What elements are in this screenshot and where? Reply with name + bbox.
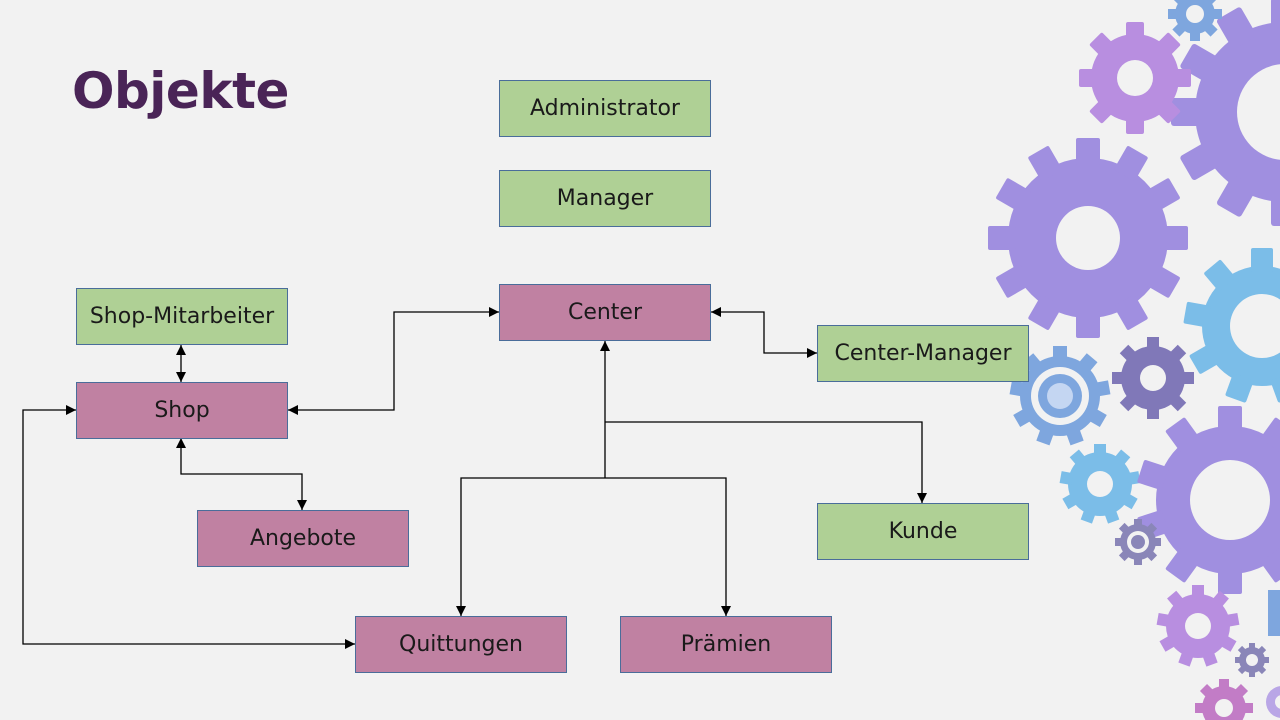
node-angebote[interactable]: Angebote — [197, 510, 409, 567]
gear-fragment — [1268, 590, 1280, 636]
gear-icon — [1137, 406, 1280, 594]
node-shop[interactable]: Shop — [76, 382, 288, 439]
slide-title: Objekte — [72, 62, 289, 120]
gear-icon — [1195, 679, 1253, 720]
node-administrator[interactable]: Administrator — [499, 80, 711, 137]
connector-trunk-praemien — [605, 477, 731, 616]
gear-icon — [1059, 444, 1141, 524]
node-manager[interactable]: Manager — [499, 170, 711, 227]
gear-icon — [988, 138, 1188, 338]
gear-icon — [1266, 686, 1280, 718]
connector-shop-angebote — [176, 438, 307, 510]
node-quittungen[interactable]: Quittungen — [355, 616, 567, 673]
connector-trunk-quittungen — [456, 477, 605, 616]
gear-icon — [1156, 585, 1240, 667]
gear-icon — [1009, 346, 1111, 446]
node-praemien[interactable]: Prämien — [620, 616, 832, 673]
gear-icon — [1235, 643, 1269, 677]
node-kunde[interactable]: Kunde — [817, 503, 1029, 560]
gear-icon — [1079, 22, 1191, 134]
connector-trunk-kunde — [605, 421, 927, 503]
node-center-manager[interactable]: Center-Manager — [817, 325, 1029, 382]
connector-center-centermanager — [711, 307, 817, 358]
gear-icon — [1115, 519, 1161, 565]
gear-icon — [1112, 337, 1194, 419]
connector-quittungen-shop — [22, 405, 355, 649]
node-center[interactable]: Center — [499, 284, 711, 341]
connector-shop-center — [288, 307, 499, 415]
gear-icon — [1183, 248, 1280, 403]
node-shop-mitarbeiter[interactable]: Shop-Mitarbeiter — [76, 288, 288, 345]
